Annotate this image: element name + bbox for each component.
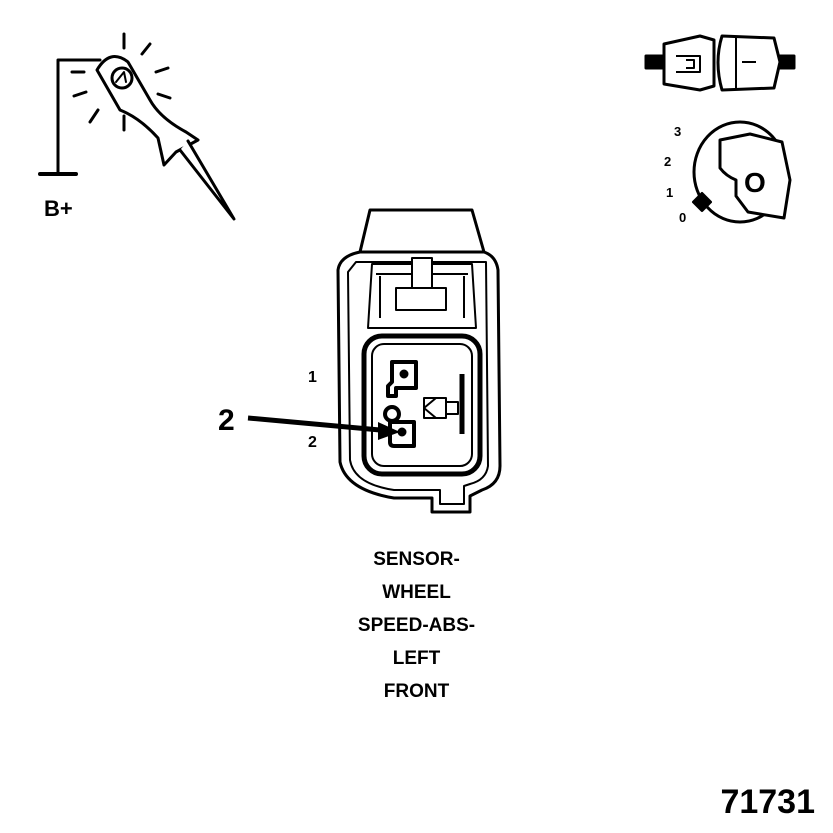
callout-label: 2 (218, 404, 235, 437)
caption-line: SENSOR- (373, 549, 460, 570)
caption-line: FRONT (383, 681, 450, 702)
figure-number: 71731 (720, 783, 815, 821)
caption-line: SPEED-ABS- (357, 615, 476, 636)
connector-latch (367, 263, 477, 329)
light-rays-icon (70, 32, 172, 132)
probe-lead (56, 58, 102, 176)
ignition-position-1: 1 (666, 185, 673, 200)
caption-line: LEFT (392, 648, 441, 669)
probe-needle (178, 139, 236, 221)
connector-outer-shell (336, 250, 502, 514)
lamp-bulb-icon (110, 66, 134, 90)
polarizing-key-icon (423, 397, 447, 419)
key-label: O (744, 167, 766, 198)
ignition-key-blade (718, 132, 792, 220)
terminal-2-keyway-icon (383, 405, 401, 423)
supply-label: B+ (44, 196, 73, 221)
pin-label-1: 1 (308, 369, 317, 386)
connector-latch-housing (358, 208, 486, 253)
disconnected-connector-icon (644, 34, 796, 92)
callout-arrow (247, 415, 400, 440)
ignition-position-0: 0 (679, 210, 686, 225)
terminal-1-icon (386, 360, 418, 398)
connector-caption: SENSOR- WHEEL SPEED-ABS- LEFT FRONT (0, 543, 833, 708)
ignition-key-icon (692, 120, 792, 224)
pin-label-2: 2 (308, 434, 317, 451)
terminal-cavity-frame (361, 333, 483, 477)
ignition-position-2: 2 (664, 154, 671, 169)
test-lamp-probe-icon (38, 32, 236, 221)
caption-line: WHEEL (382, 582, 451, 603)
ignition-position-3: 3 (674, 124, 681, 139)
connector-face (336, 208, 502, 514)
